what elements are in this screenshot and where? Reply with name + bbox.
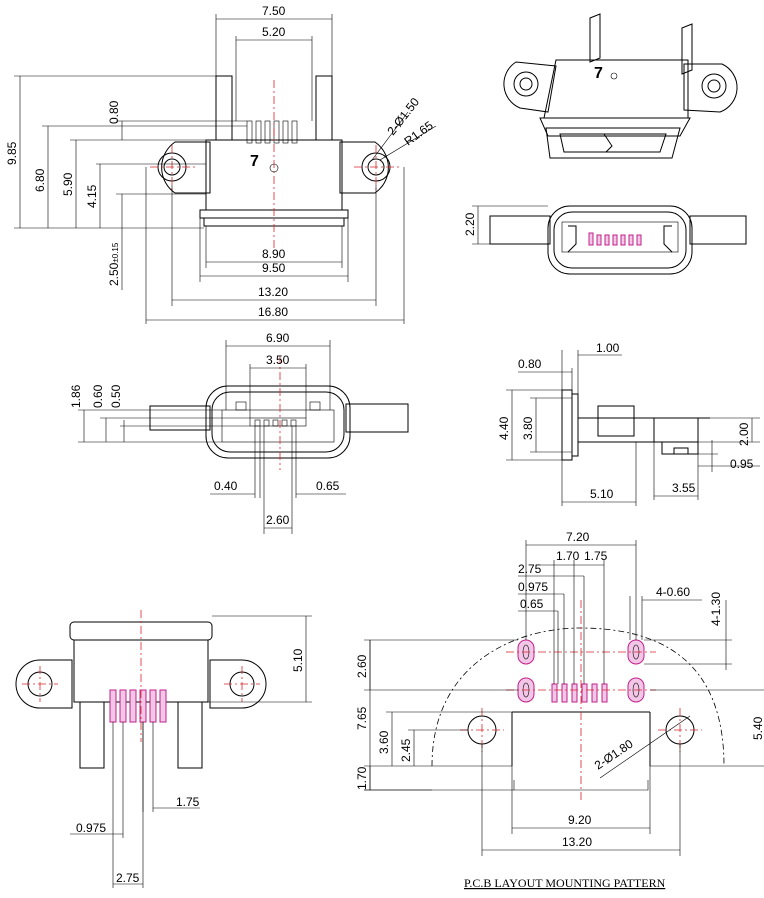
pcb-dim-3-60: 3.60 bbox=[377, 730, 391, 754]
pcb-dim-2-60: 2.60 bbox=[355, 654, 369, 678]
pcb-dim-2-75: 2.75 bbox=[518, 562, 542, 576]
dim-bottom-0-975: 0.975 bbox=[76, 821, 106, 835]
top-view: 2.20 bbox=[463, 205, 747, 275]
dim-side-2-00: 2.00 bbox=[737, 422, 751, 446]
dim-side-0-95: 0.95 bbox=[730, 457, 754, 471]
pcb-dim-7-20: 7.20 bbox=[566, 530, 590, 544]
mouth-view: 6.90 3.50 1.86 0.60 0.50 0.40 0.65 2.60 bbox=[69, 331, 409, 534]
dim-side-1-00: 1.00 bbox=[596, 341, 620, 355]
dim-3-50: 3.50 bbox=[266, 353, 290, 367]
pcb-layout-view: 7.20 1.70 1.75 2.75 0.975 0.65 4-0.60 4-… bbox=[355, 530, 764, 890]
pcb-dim-slot-height: 4-1.30 bbox=[709, 592, 723, 626]
dim-side-0-80: 0.80 bbox=[518, 357, 542, 371]
dim-0-40: 0.40 bbox=[214, 479, 238, 493]
pcb-dim-1-70-height: 1.70 bbox=[355, 766, 369, 790]
dim-side-3-80: 3.80 bbox=[521, 416, 535, 440]
pcb-dim-0-65: 0.65 bbox=[520, 597, 544, 611]
dim-7-50: 7.50 bbox=[262, 4, 286, 18]
pcb-dim-0-975: 0.975 bbox=[518, 580, 548, 594]
dim-side-4-40: 4.40 bbox=[497, 416, 511, 440]
pcb-caption: P.C.B LAYOUT MOUNTING PATTERN bbox=[464, 876, 666, 890]
dim-9-50: 9.50 bbox=[262, 261, 286, 275]
dim-5-20: 5.20 bbox=[262, 25, 286, 39]
dim-16-80: 16.80 bbox=[258, 305, 288, 319]
front-mark: 7 bbox=[250, 153, 259, 170]
iso-mark: 7 bbox=[594, 65, 603, 82]
pcb-dim-1-70: 1.70 bbox=[556, 549, 580, 563]
dim-side-5-10: 5.10 bbox=[590, 487, 614, 501]
dim-0-80: 0.80 bbox=[107, 100, 121, 124]
dim-8-90: 8.90 bbox=[262, 247, 286, 261]
dim-0-50: 0.50 bbox=[109, 384, 123, 408]
dim-1-86: 1.86 bbox=[69, 384, 83, 408]
dim-6-90: 6.90 bbox=[266, 331, 290, 345]
dim-0-65: 0.65 bbox=[316, 479, 340, 493]
dim-2-60: 2.60 bbox=[266, 513, 290, 527]
pcb-dim-5-40: 5.40 bbox=[751, 716, 764, 740]
pcb-dim-slot-width: 4-0.60 bbox=[656, 585, 690, 599]
front-view: 7 7.50 5.20 9.85 6.80 bbox=[5, 4, 437, 324]
dim-2-20: 2.20 bbox=[463, 212, 477, 236]
pcb-dim-13-20: 13.20 bbox=[562, 835, 592, 849]
pcb-dim-7-65: 7.65 bbox=[355, 706, 369, 730]
dim-2-50: 2.50±0.15 bbox=[107, 242, 121, 286]
dim-bottom-1-75: 1.75 bbox=[176, 795, 200, 809]
side-view: 0.80 1.00 4.40 3.80 2.00 0.95 5.10 3.55 bbox=[497, 341, 760, 506]
dim-5-90: 5.90 bbox=[61, 172, 75, 196]
bottom-view: 5.10 1.75 0.975 2.75 bbox=[15, 610, 312, 888]
pcb-dim-9-20: 9.20 bbox=[568, 813, 592, 827]
dim-6-80: 6.80 bbox=[33, 168, 47, 192]
iso-view: 7 bbox=[503, 13, 738, 159]
dim-13-20: 13.20 bbox=[258, 285, 288, 299]
dim-bottom-5-10: 5.10 bbox=[291, 648, 305, 672]
dim-4-15: 4.15 bbox=[85, 184, 99, 208]
pcb-dim-2-45: 2.45 bbox=[399, 738, 413, 762]
dim-side-3-55: 3.55 bbox=[672, 481, 696, 495]
dim-0-60: 0.60 bbox=[91, 384, 105, 408]
dim-9-85: 9.85 bbox=[5, 141, 19, 165]
dim-bottom-2-75: 2.75 bbox=[116, 871, 140, 885]
pcb-dim-hole: 2-Ø1.80 bbox=[592, 736, 636, 772]
pcb-dim-1-75: 1.75 bbox=[584, 549, 608, 563]
